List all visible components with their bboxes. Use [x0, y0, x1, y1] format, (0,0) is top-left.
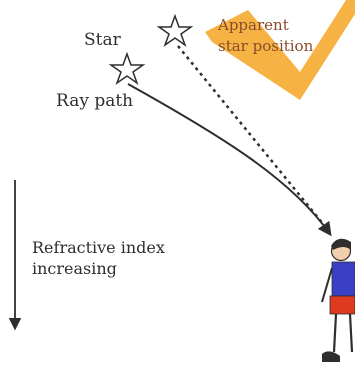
- refractive-label-line1: Refractive index: [32, 238, 165, 257]
- watermark-chevron: [205, 0, 355, 100]
- refractive-label-line2: increasing: [32, 259, 117, 278]
- refractive-index-label: Refractive index increasing: [32, 237, 165, 279]
- apparent-label-line2: star position: [218, 37, 314, 55]
- observer-figure: [321, 238, 355, 362]
- star-label: Star: [84, 30, 121, 50]
- apparent-label-line1: Apparent: [218, 16, 289, 34]
- apparent-star-label: Apparent star position: [218, 15, 313, 57]
- apparent-line-of-sight: [177, 45, 329, 231]
- ray-path-curve: [127, 83, 332, 237]
- star-icon: [108, 51, 146, 85]
- ray-path-label: Ray path: [56, 91, 134, 111]
- apparent-star-icon: [156, 13, 194, 47]
